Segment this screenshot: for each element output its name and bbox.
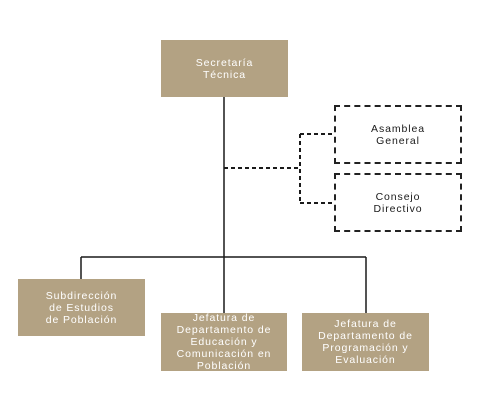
- jefatura-educacion-box: Jefatura de Departamento de Educación y …: [161, 312, 287, 372]
- asamblea-general-box: Asamblea General: [334, 105, 462, 164]
- jefatura-programacion-box: Jefatura de Departamento de Programación…: [302, 313, 429, 371]
- secretaria-tecnica-box: Secretaría Técnica: [161, 40, 288, 97]
- subdireccion-estudios-box: Subdirección de Estudios de Población: [18, 279, 145, 336]
- consejo-directivo-box: Consejo Directivo: [334, 173, 462, 232]
